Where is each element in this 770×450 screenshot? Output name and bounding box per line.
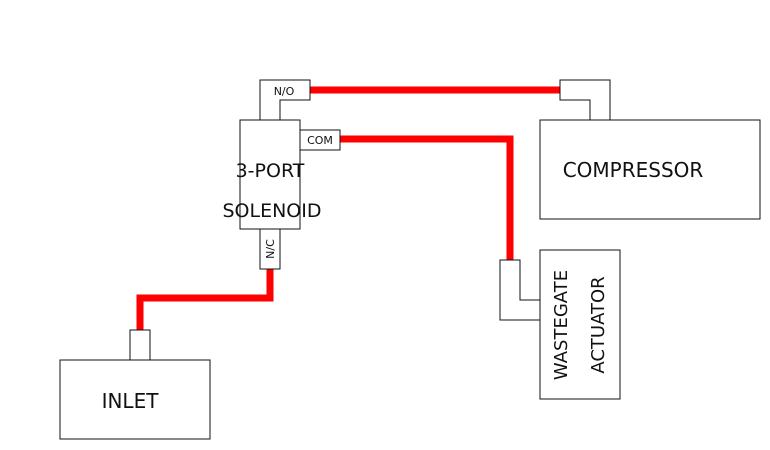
solenoid-label-line1: 3-PORT bbox=[236, 160, 305, 182]
compressor-fitting bbox=[559, 79, 611, 121]
inlet-fitting bbox=[129, 329, 151, 361]
solenoid-label-line2: SOLENOID bbox=[222, 200, 321, 222]
hose-nc-to-inlet bbox=[136, 268, 274, 330]
wastegate-label-line1: WASTEGATE bbox=[551, 270, 572, 380]
port-com-fitting bbox=[299, 129, 341, 151]
compressor-label: COMPRESSOR bbox=[563, 158, 704, 182]
port-no-label: N/O bbox=[274, 85, 295, 98]
port-com-label: COM bbox=[307, 134, 333, 147]
wastegate-fitting bbox=[499, 259, 541, 321]
inlet-box bbox=[59, 359, 211, 440]
wastegate-label-line2: ACTUATOR bbox=[588, 276, 609, 373]
port-nc-fitting bbox=[259, 228, 281, 270]
wastegate-box bbox=[539, 249, 621, 400]
port-nc-label: N/C bbox=[264, 239, 277, 259]
compressor-box bbox=[539, 119, 761, 220]
port-no-fitting bbox=[259, 79, 311, 121]
inlet-label: INLET bbox=[102, 389, 160, 413]
hose-com-to-wastegate bbox=[340, 135, 514, 263]
